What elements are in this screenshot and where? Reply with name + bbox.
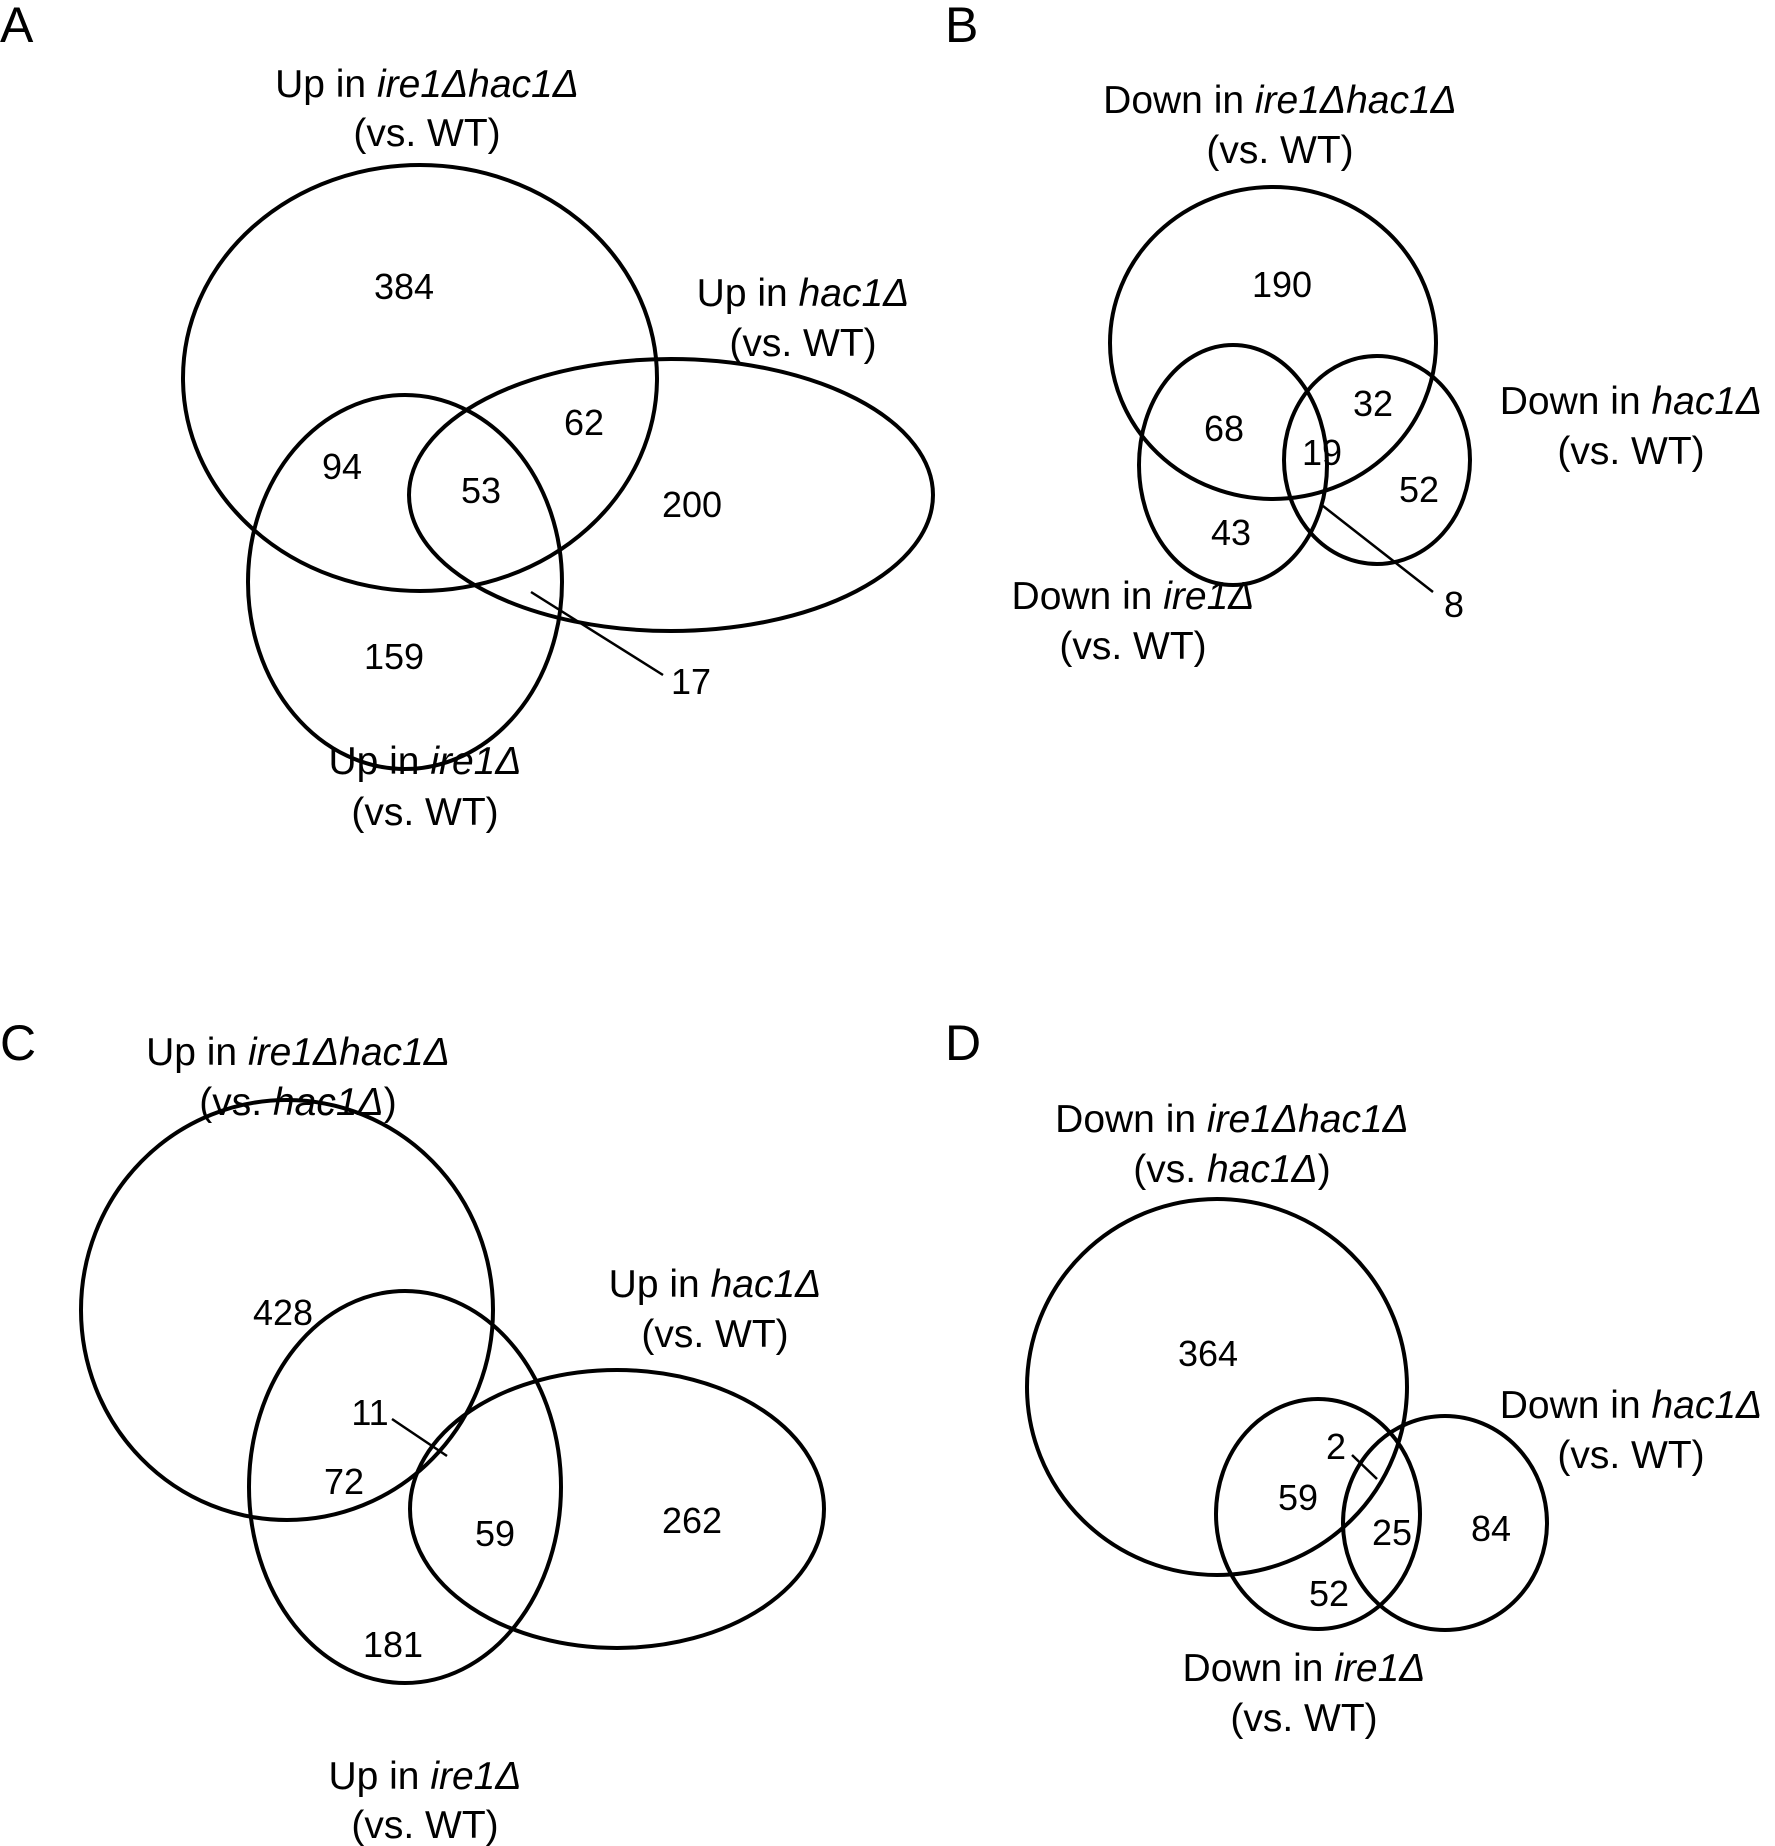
venn-circle-a-ire1 [246, 393, 564, 771]
set-label-d-double: Down in ire1Δhac1Δ [1055, 1098, 1409, 1141]
set-label-c-double-ref: (vs. hac1Δ) [199, 1081, 396, 1124]
count-c-double-only: 428 [253, 1292, 313, 1333]
venn-circle-a-double [181, 163, 659, 593]
count-a-ire1-hac1: 17 [671, 661, 711, 702]
count-a-hac1-only: 200 [662, 484, 722, 525]
count-b-all-three: 19 [1302, 432, 1342, 473]
panel-d: D Down in ire1Δhac1Δ (vs. hac1Δ) Down in… [945, 1015, 1762, 1740]
set-label-c-ire1-ref: (vs. WT) [351, 1804, 498, 1846]
panel-a: A Up in ire1Δhac1Δ (vs. WT) Up in hac1Δ … [0, 0, 935, 834]
venn-circle-c-hac1 [408, 1368, 826, 1650]
set-label-b-hac1-ref: (vs. WT) [1557, 430, 1704, 473]
venn-circle-d-double [1025, 1197, 1409, 1577]
set-label-b-double: Down in ire1Δhac1Δ [1103, 79, 1457, 122]
set-label-d-hac1: Down in hac1Δ [1500, 1384, 1762, 1427]
panel-letter-d: D [945, 1015, 981, 1071]
panel-letter-a: A [0, 0, 34, 53]
count-a-double-only: 384 [374, 266, 434, 307]
venn-circle-b-hac1 [1282, 354, 1472, 566]
leader-line-c [391, 1417, 448, 1458]
count-b-ire1-only: 43 [1211, 512, 1251, 553]
count-d-double-ire1: 59 [1278, 1477, 1318, 1518]
venn-circle-c-double [79, 1098, 495, 1522]
set-label-c-hac1: Up in hac1Δ [609, 1263, 822, 1306]
set-label-d-ire1-ref: (vs. WT) [1230, 1697, 1377, 1740]
count-b-ire1-hac1: 8 [1444, 584, 1464, 625]
set-label-c-hac1-ref: (vs. WT) [641, 1313, 788, 1356]
set-label-b-double-ref: (vs. WT) [1206, 129, 1353, 172]
set-label-c-double: Up in ire1Δhac1Δ [146, 1031, 450, 1074]
count-c-ire1-hac1: 59 [475, 1513, 515, 1554]
panel-letter-b: B [945, 0, 978, 53]
venn-circle-c-ire1 [247, 1289, 563, 1685]
set-label-a-ire1: Up in ire1Δ [328, 740, 521, 783]
leader-line-b [1322, 505, 1434, 593]
count-d-hac1-only: 84 [1471, 1508, 1511, 1549]
set-label-a-hac1-ref: (vs. WT) [729, 322, 876, 365]
set-label-a-hac1: Up in hac1Δ [697, 272, 910, 315]
set-label-d-double-ref: (vs. hac1Δ) [1133, 1148, 1330, 1191]
set-label-b-ire1-ref: (vs. WT) [1059, 625, 1206, 668]
set-label-a-double-ref: (vs. WT) [353, 112, 500, 155]
panel-b: B Down in ire1Δhac1Δ (vs. WT) Down in ha… [945, 0, 1762, 668]
leader-line-a [530, 590, 664, 677]
count-d-ire1-hac1: 25 [1372, 1512, 1412, 1553]
count-c-ire1-only: 181 [363, 1624, 423, 1665]
count-a-ire1-only: 159 [364, 636, 424, 677]
count-c-hac1-only: 262 [662, 1500, 722, 1541]
panel-c: C Up in ire1Δhac1Δ (vs. hac1Δ) Up in hac… [0, 1015, 826, 1846]
count-b-double-only: 190 [1252, 264, 1312, 305]
count-d-all-three: 2 [1326, 1426, 1346, 1467]
count-a-double-hac1: 62 [564, 402, 604, 443]
count-c-all-three: 11 [351, 1392, 388, 1433]
count-c-double-ire1: 72 [324, 1461, 364, 1502]
count-a-all-three: 53 [461, 470, 501, 511]
set-label-d-hac1-ref: (vs. WT) [1557, 1434, 1704, 1477]
set-label-c-ire1: Up in ire1Δ [328, 1755, 521, 1798]
panel-letter-c: C [0, 1015, 36, 1071]
venn-circle-d-hac1 [1341, 1414, 1549, 1632]
venn-circle-b-ire1 [1137, 343, 1329, 587]
count-d-ire1-only: 52 [1309, 1573, 1349, 1614]
set-label-b-ire1: Down in ire1Δ [1012, 575, 1255, 618]
set-label-d-ire1: Down in ire1Δ [1183, 1647, 1426, 1690]
count-d-double-only: 364 [1178, 1333, 1238, 1374]
set-label-a-ire1-ref: (vs. WT) [351, 791, 498, 834]
count-a-double-ire1: 94 [322, 446, 362, 487]
venn-circle-a-hac1 [407, 357, 935, 633]
count-b-double-ire1: 68 [1204, 408, 1244, 449]
leader-line-d [1351, 1454, 1378, 1480]
venn-circle-d-ire1 [1214, 1397, 1422, 1631]
count-b-hac1-only: 52 [1399, 469, 1439, 510]
venn-circle-b-double [1108, 185, 1438, 501]
set-label-b-hac1: Down in hac1Δ [1500, 380, 1762, 423]
count-b-double-hac1: 32 [1353, 383, 1393, 424]
set-label-a-double: Up in ire1Δhac1Δ [275, 63, 579, 106]
